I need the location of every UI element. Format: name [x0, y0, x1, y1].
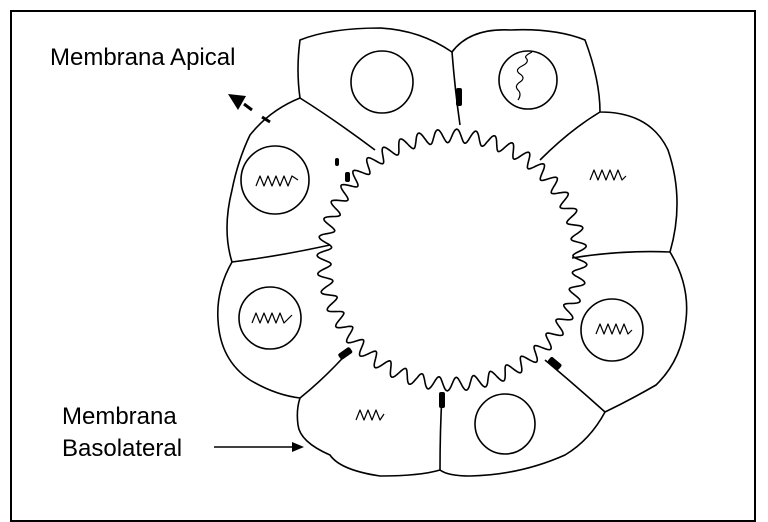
basolateral-membrane-label-line1: Membrana	[62, 405, 177, 429]
chromatin-squiggle	[596, 324, 632, 334]
chromatin-squiggle	[590, 170, 626, 180]
cell-border	[545, 360, 605, 412]
tight-junction	[439, 392, 445, 408]
cell-border	[300, 98, 375, 150]
chromatin-squiggle	[252, 313, 292, 323]
chromatin-squiggle	[356, 410, 384, 420]
tight-junction	[338, 347, 353, 361]
chromatin-squiggle	[516, 52, 532, 100]
basolateral-membrane-label-line2: Basolateral	[62, 437, 182, 461]
apical-membrane-label: Membrana Apical	[50, 46, 235, 70]
cell-border	[232, 245, 330, 262]
tight-junction	[456, 88, 462, 106]
apical-pointer-arrow	[228, 94, 270, 122]
nucleus	[499, 51, 557, 109]
tight-junction	[345, 172, 350, 182]
nucleus	[581, 299, 643, 361]
tight-junction	[335, 158, 339, 166]
chromatin-squiggle	[256, 176, 298, 186]
apical-membrane-microvilli	[317, 129, 587, 391]
cell-border	[540, 112, 600, 160]
cell-border	[572, 252, 670, 258]
nucleus	[351, 51, 413, 113]
basolateral-pointer-arrow	[214, 442, 304, 452]
nucleus	[475, 394, 535, 454]
